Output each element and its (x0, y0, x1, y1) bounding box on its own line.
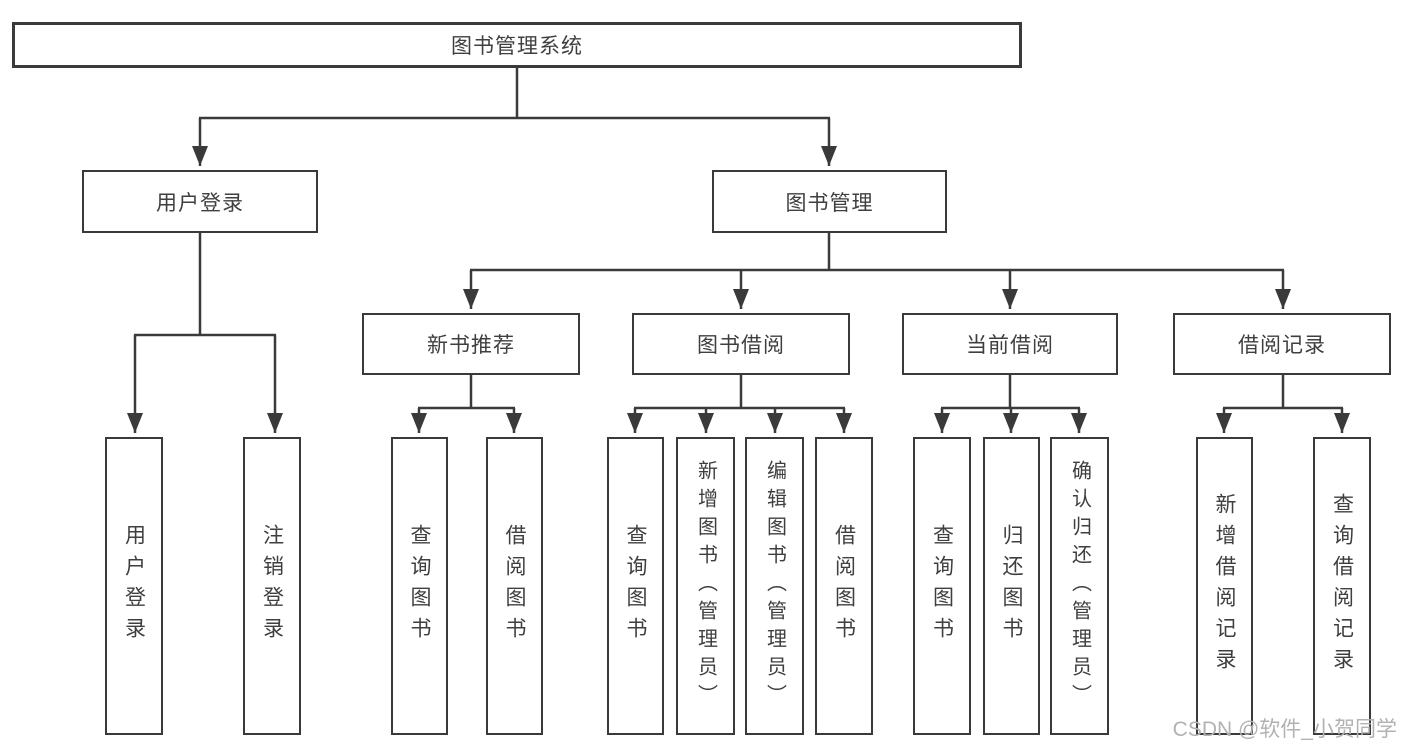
node-library-management-system: 图书管理系统 (12, 22, 1022, 68)
leaf-logout: 注销登录 (243, 437, 301, 735)
leaf-add-books-admin: 新增图书（管理员） (676, 437, 735, 735)
node-book-borrow: 图书借阅 (632, 313, 850, 375)
leaf-query-borrow-record: 查询借阅记录 (1313, 437, 1371, 735)
leaf-confirm-return-admin: 确认归还（管理员） (1050, 437, 1109, 735)
leaf-borrow-books-recommend: 借阅图书 (486, 437, 543, 735)
node-current-borrow: 当前借阅 (902, 313, 1118, 375)
leaf-add-borrow-record: 新增借阅记录 (1196, 437, 1253, 735)
leaf-return-books: 归还图书 (983, 437, 1040, 735)
leaf-edit-books-admin: 编辑图书（管理员） (745, 437, 804, 735)
leaf-borrow-books: 借阅图书 (815, 437, 873, 735)
node-new-book-recommend: 新书推荐 (362, 313, 580, 375)
node-book-management: 图书管理 (712, 170, 947, 233)
leaf-user-login: 用户登录 (105, 437, 163, 735)
leaf-query-books-recommend: 查询图书 (391, 437, 448, 735)
leaf-query-books-borrow: 查询图书 (607, 437, 664, 735)
node-user-login: 用户登录 (82, 170, 318, 233)
leaf-query-books-current: 查询图书 (913, 437, 971, 735)
node-borrow-records: 借阅记录 (1173, 313, 1391, 375)
